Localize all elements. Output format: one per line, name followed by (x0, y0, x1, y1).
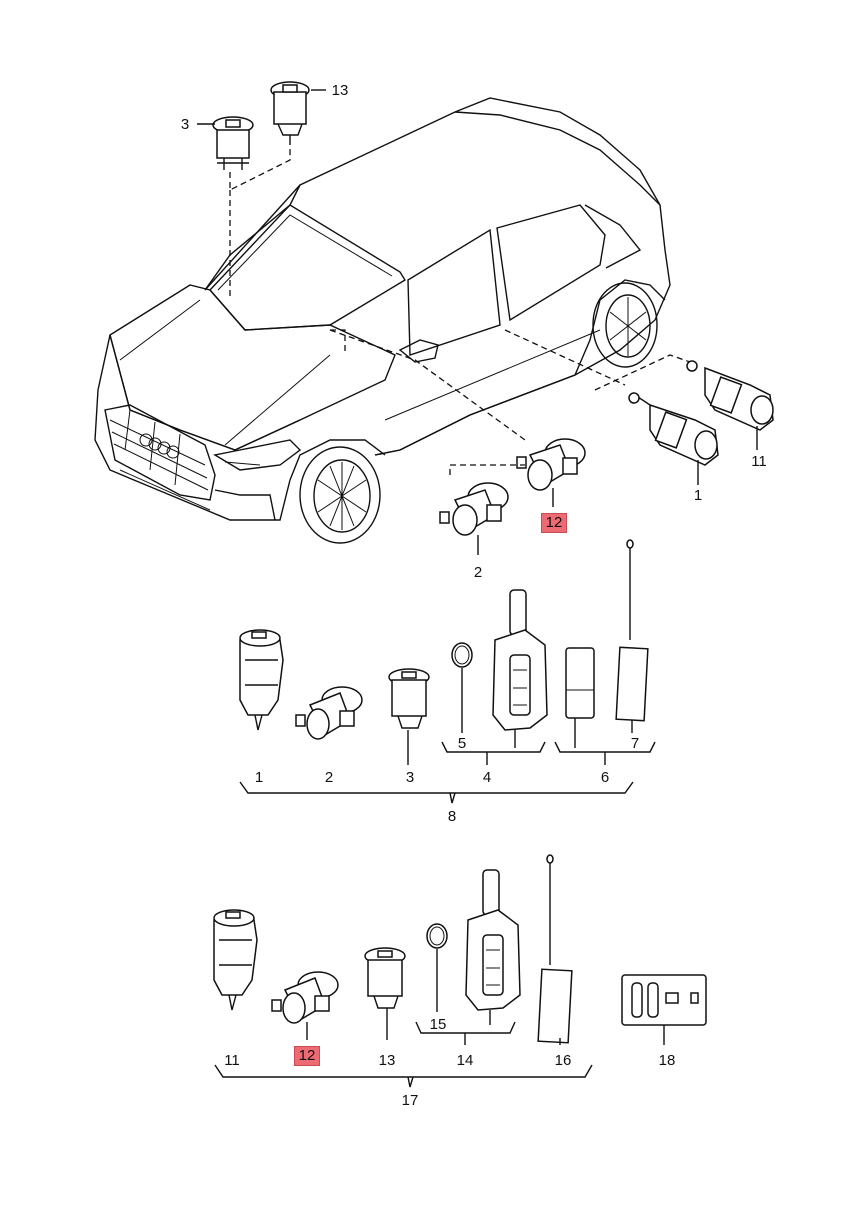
lock-cylinder-3-top (212, 116, 254, 170)
callout-row2-14: 14 (456, 1052, 474, 1069)
callout-row1-6: 6 (600, 769, 610, 786)
dash-car-to-cylinder12 (329, 329, 526, 441)
callout-12-car-highlight: 12 (541, 513, 567, 533)
callout-row2-13: 13 (378, 1052, 396, 1069)
cylinder-12-car (516, 438, 586, 507)
dash-cylinder2 (449, 464, 525, 475)
callout-row1-3: 3 (405, 769, 415, 786)
callout-2-car: 2 (473, 564, 483, 581)
callout-row1-4: 4 (482, 769, 492, 786)
row1-leaders (239, 668, 656, 804)
callout-row1-2: 2 (324, 769, 334, 786)
callout-row2-16: 16 (554, 1052, 572, 1069)
callout-row2-11: 11 (224, 1052, 240, 1069)
row2-part-11 (213, 909, 258, 1011)
row2-part-18-card (621, 974, 707, 1045)
row1-part-3 (388, 668, 430, 729)
row2-part-15-ring (426, 923, 448, 1012)
car-illustration (94, 97, 671, 544)
callout-row1-5: 5 (457, 735, 467, 752)
row2-part-13 (364, 947, 406, 1040)
row2-part-14-key (465, 869, 521, 1025)
callout-row1-8: 8 (447, 808, 457, 825)
row2-leaders (214, 1021, 593, 1088)
row1-part-5-ring (451, 642, 473, 668)
callout-row2-17: 17 (401, 1092, 419, 1109)
row2-part-16-tag (537, 854, 573, 1044)
callout-row1-7: 7 (630, 735, 640, 752)
callout-13-top: 13 (331, 82, 349, 99)
row1-part-4-key (492, 589, 548, 731)
callout-row2-12-highlight: 12 (294, 1046, 320, 1066)
dash-car-inner (330, 329, 346, 355)
row1-part-1 (239, 629, 284, 731)
callout-1-car: 1 (693, 487, 703, 504)
door-lock-1 (628, 392, 719, 485)
cylinder-2-car (439, 482, 509, 555)
door-lock-11 (686, 360, 774, 450)
callout-3-top: 3 (180, 116, 190, 133)
callout-row1-1: 1 (254, 769, 264, 786)
dash-car-to-lock1 (504, 329, 626, 386)
lock-cylinder-13-top (270, 81, 310, 145)
callout-row2-18: 18 (658, 1052, 676, 1069)
row1-part-6-card (565, 647, 595, 719)
callout-row2-15: 15 (429, 1016, 447, 1033)
dash-lock1-lock11 (594, 354, 691, 391)
row1-part-7-tag (615, 539, 649, 722)
row2-part-12 (271, 971, 339, 1040)
row1-part-2 (295, 686, 363, 740)
dash-top-parts (229, 148, 291, 192)
callout-11-car: 11 (751, 453, 767, 470)
